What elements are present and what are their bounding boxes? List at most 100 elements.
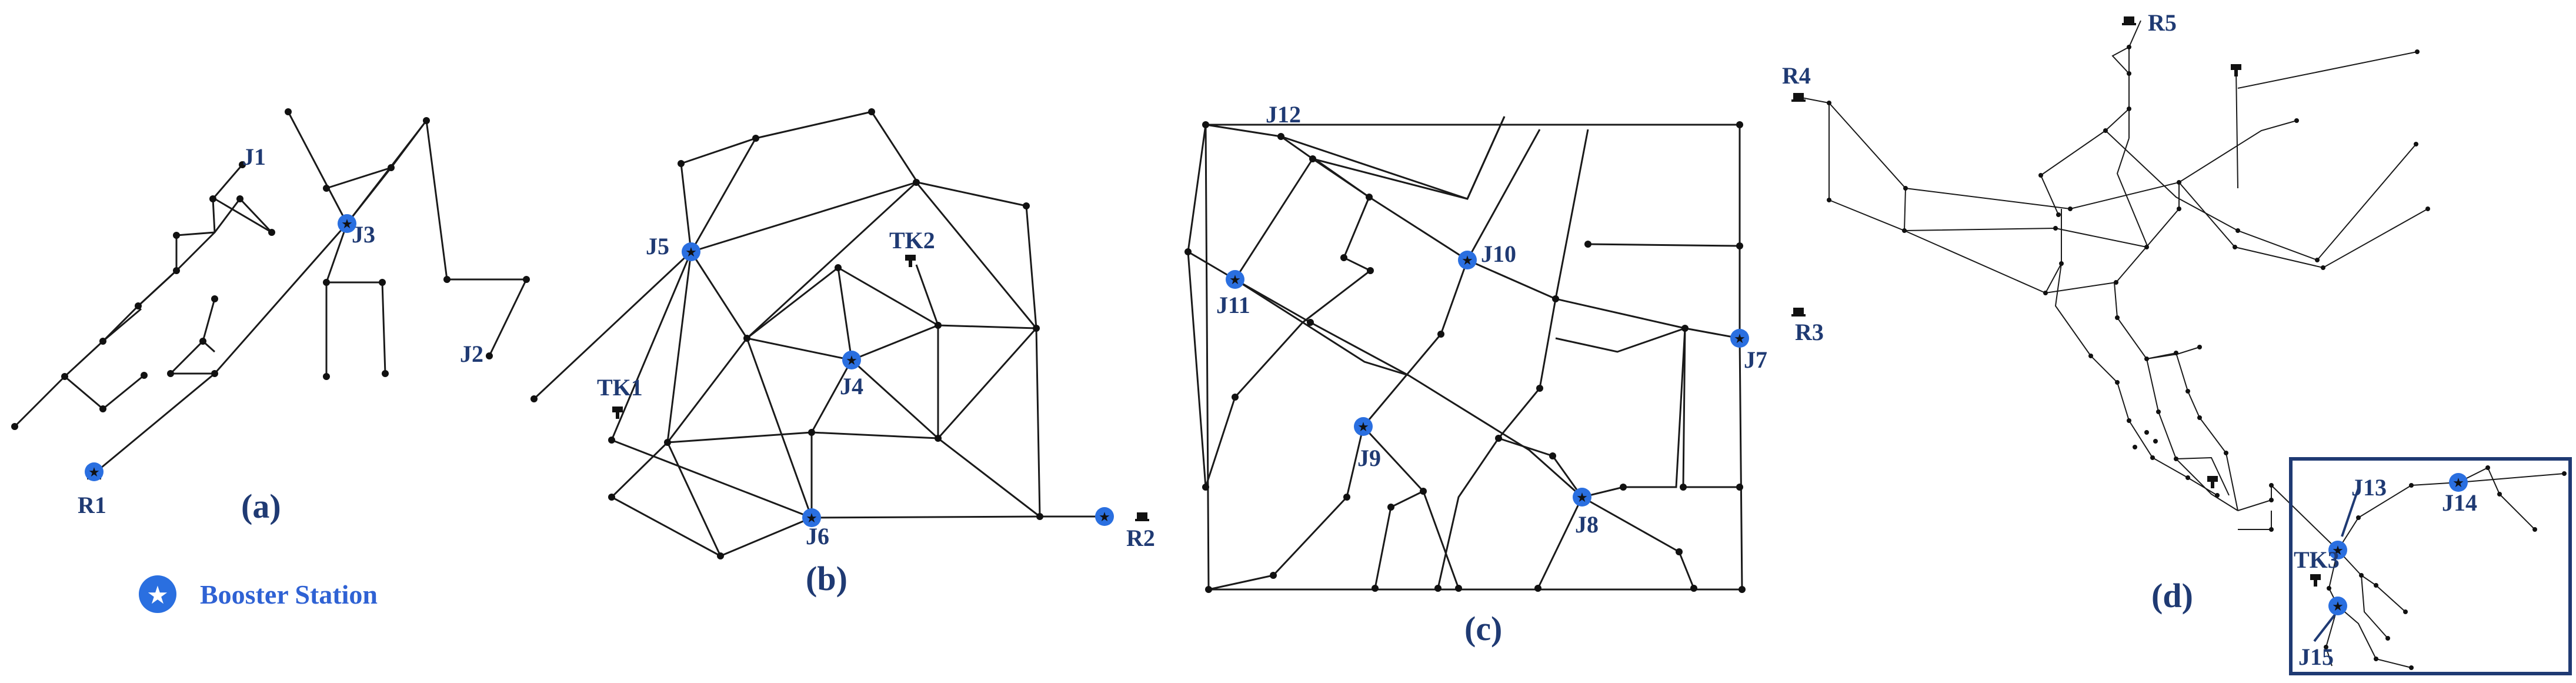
junction-node [199,338,206,345]
tank-icon [2207,476,2218,488]
junction-node [173,232,180,239]
junction-node [167,370,174,377]
junction-node [1366,194,1373,201]
junction-node [2056,212,2061,217]
junction-node [2127,45,2131,49]
tank-icon [2231,64,2241,76]
junction-node [323,185,330,192]
junction-node [2174,457,2178,461]
pipe [1555,327,1686,353]
junction-node [285,108,292,115]
junction-node [1277,133,1284,140]
booster-station-icon [1095,507,1114,526]
junction-node [2403,609,2408,614]
junction-node [268,229,275,236]
label-j5: J5 [646,233,669,259]
tank-icon [905,255,916,267]
junction-node [2115,380,2120,385]
junction-node [2043,291,2048,295]
label-r1: R1 [78,492,106,518]
junction-node [382,370,389,377]
network-d-pipes [1798,20,2565,668]
junction-node [2127,71,2131,76]
label-j10: J10 [1481,241,1516,267]
junction-node [2532,527,2537,532]
pipe [137,269,178,307]
junction-node [1827,101,1831,105]
junction-node [1387,504,1394,511]
junction-node [1340,254,1347,261]
pipe [1204,321,1304,488]
junction-node [2127,106,2131,111]
junction-node [2235,228,2240,233]
pipe [667,431,1040,518]
pipe [1537,328,1686,589]
junction-node [935,322,942,329]
booster-station-icon [1354,417,1373,436]
junction-node [935,435,942,442]
junction-node [1434,585,1442,592]
junction-node [2185,389,2190,394]
junction-node [2150,455,2155,460]
junction-node [423,117,430,124]
pipe [533,111,1105,518]
pipe [2105,46,2130,131]
pipe [390,118,528,357]
junction-node [2114,280,2118,285]
label-j15: J15 [2298,644,2334,670]
junction-node [1902,228,1907,233]
pipe [1904,188,1906,231]
network-b-pipes [533,111,1105,557]
label-j2: J2 [460,341,483,367]
booster-station-icon [1730,329,1749,348]
pipe [94,120,428,475]
pipe [2458,467,2535,530]
panel-label-b: (b) [806,559,847,598]
junction-node [2197,345,2202,349]
junction-node [1202,484,1209,491]
junction-node [1202,121,1209,128]
legend-star-icon: ★ [146,581,169,609]
pipe [746,181,1037,339]
pipe [2054,263,2218,496]
label-j13: J13 [2351,474,2387,501]
pipe [1437,298,1557,589]
junction-node [1736,242,1743,249]
junction-node [530,395,538,402]
booster-station-icon [1573,488,1591,507]
pipe [346,167,392,224]
pipe [610,251,1040,519]
legend-booster-icon [139,575,176,613]
pipe [2337,549,2406,612]
junction-node [1036,513,1043,520]
junction-node [209,195,216,202]
reservoir-icon [1135,512,1149,521]
junction-node [1372,585,1379,592]
junction-node [1420,488,1427,495]
junction-node [99,405,106,412]
junction-node [2174,351,2178,355]
junction-node [2103,128,2108,133]
pipe [1554,129,1589,299]
junction-node [868,108,875,115]
label-j6: J6 [806,523,829,549]
booster-star-icon: ★ [1461,254,1473,268]
junction-node [1367,267,1374,274]
label-j7: J7 [1744,347,1767,373]
pipe [690,138,757,252]
junction-node [2327,586,2331,591]
junction-node [2038,173,2043,178]
junction-node [2269,527,2274,532]
junction-node [1584,241,1591,248]
label-j11: J11 [1216,292,1250,318]
booster-station-icon [682,242,700,261]
junction-node [1343,494,1350,501]
junction-node [141,372,148,379]
pipe [175,197,273,271]
pipe [1233,158,1583,498]
junction-node [2321,265,2325,270]
junction-node [1232,394,1239,401]
junction-node [1681,325,1689,332]
label-tk2: TK2 [889,227,935,254]
